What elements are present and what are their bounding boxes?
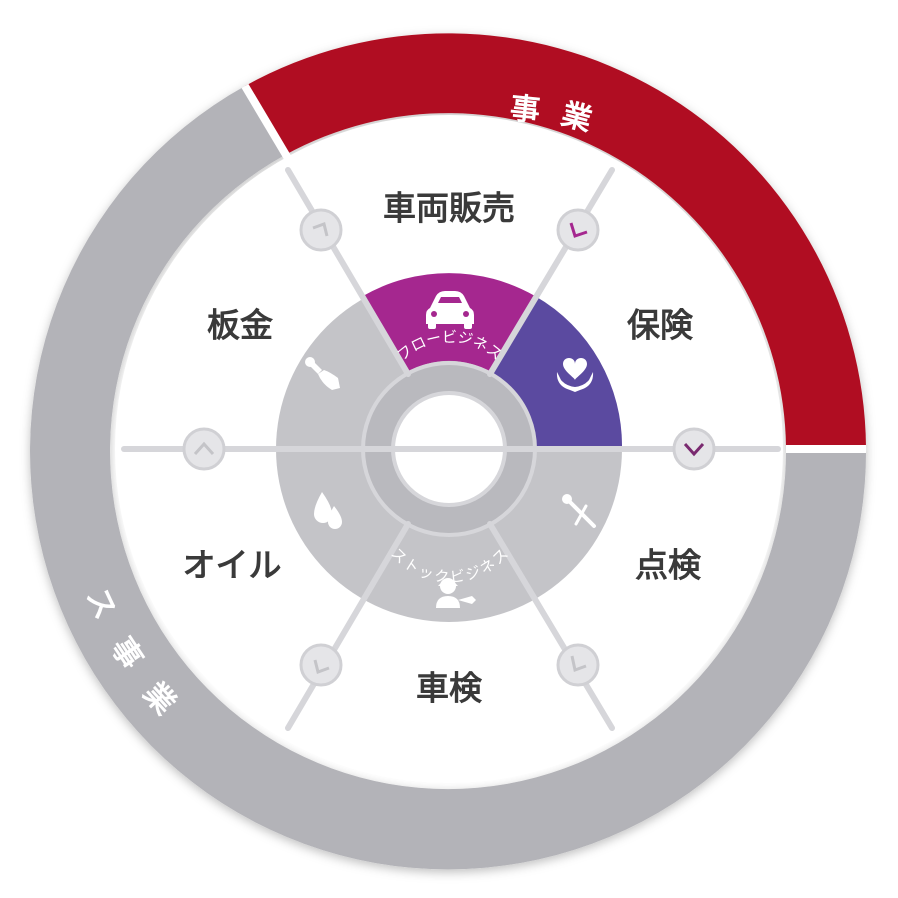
- car-icon: [426, 291, 474, 329]
- chevron-icon: [569, 222, 588, 238]
- heart-hands-icon: [556, 358, 594, 392]
- arrow-node-right: [672, 427, 716, 471]
- arrow-node-lower-right: [556, 643, 600, 687]
- arrow-node-lower-left: [299, 643, 343, 687]
- insurance-accent: [491, 296, 623, 449]
- chevron-icon: [312, 222, 329, 237]
- chevron-icon: [570, 655, 587, 672]
- segment-inspection: 点検: [635, 546, 702, 585]
- wrench-hand-icon: [305, 357, 340, 390]
- segment-sheet-metal: 板金: [207, 306, 274, 345]
- segment-shaken: 車検: [416, 669, 483, 708]
- segment-car-sales: 車両販売: [383, 189, 515, 228]
- arrow-node-left: [182, 427, 226, 471]
- chevron-icon: [313, 659, 330, 674]
- tools-icon: [562, 494, 596, 528]
- dividers: [121, 167, 781, 731]
- arrow-node-upper-left: [299, 208, 343, 252]
- arrow-node-upper-right: [556, 208, 600, 252]
- segment-insurance: 保険: [627, 306, 694, 345]
- chevron-icon: [683, 442, 705, 457]
- outer-ring: [30, 33, 867, 870]
- oil-drops-icon: [314, 492, 342, 529]
- mechanic-icon: [436, 578, 476, 608]
- chevron-icon: [193, 441, 215, 456]
- sales-ring: [245, 33, 866, 448]
- segment-oil: オイル: [183, 546, 282, 585]
